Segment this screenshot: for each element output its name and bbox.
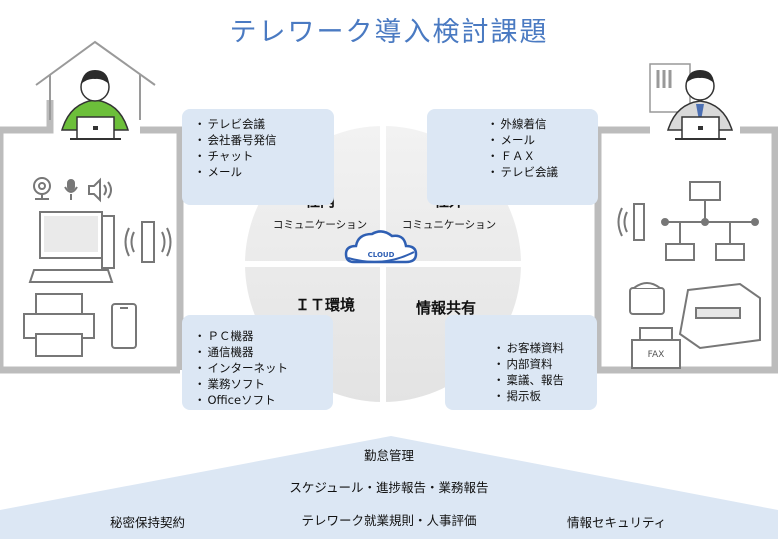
copier-icon: [678, 282, 761, 350]
foundation-security: 情報セキュリティ: [567, 515, 667, 530]
foundation-attendance: 勤怠管理: [363, 448, 414, 463]
segment-information-sharing: 情報共有: [396, 297, 496, 318]
office-router-icon: [617, 203, 645, 241]
list-item: 通信機器: [194, 344, 333, 360]
box-it-environment: ＰＣ機器 通信機器 インターネット 業務ソフト Officeソフト: [182, 315, 333, 410]
segment-it-environment: ＩＴ環境: [280, 294, 370, 315]
webcam-icon: [33, 177, 51, 200]
list-item: 掲示板: [493, 388, 597, 404]
smartphone-icon: [111, 303, 137, 349]
segment-internal-subtitle: コミュニケーション: [272, 219, 368, 231]
list-item: 外線着信: [487, 116, 598, 132]
foundation-schedule: スケジュール・進捗報告・業務報告: [289, 480, 489, 495]
list-item: Officeソフト: [194, 392, 333, 408]
segment-sharing-title: 情報共有: [415, 299, 476, 317]
page-title: テレワーク導入検討課題: [229, 17, 549, 48]
foundation-shape: [0, 436, 778, 539]
cloud-icon: [344, 230, 418, 264]
printer-icon: [23, 293, 95, 357]
box-external-tools: 外線着信 メール ＦＡＸ テレビ会議: [427, 109, 598, 205]
list-item: メール: [487, 132, 598, 148]
fax-label: FAX: [647, 350, 665, 360]
microphone-icon: [64, 179, 78, 200]
segment-external-subtitle: コミュニケーション: [401, 219, 497, 231]
wifi-router-icon: [124, 221, 172, 263]
foundation-nda: 秘密保持契約: [110, 515, 186, 530]
office-worker-icon: [649, 63, 734, 140]
segment-it-title: ＩＴ環境: [294, 296, 355, 314]
list-item: お客様資料: [493, 340, 597, 356]
speaker-icon: [88, 177, 112, 203]
list-item: チャット: [194, 148, 334, 164]
office-frame: [594, 126, 778, 374]
list-item: メール: [194, 164, 334, 180]
box-internal-tools: テレビ会議 会社番号発信 チャット メール: [182, 109, 334, 205]
list-item: テレビ会議: [194, 116, 334, 132]
house-icon: [35, 40, 156, 120]
list-item: テレビ会議: [487, 164, 598, 180]
list-item: 会社番号発信: [194, 132, 334, 148]
list-item: 内部資料: [493, 356, 597, 372]
list-item: ＰＣ機器: [194, 328, 333, 344]
desktop-pc-icon: [28, 211, 115, 283]
list-item: インターネット: [194, 360, 333, 376]
cloud-label: CLOUD: [367, 251, 395, 259]
list-item: 稟議、報告: [493, 372, 597, 388]
box-information-sharing: お客様資料 内部資料 稟議、報告 掲示板: [445, 315, 597, 410]
list-item: 業務ソフト: [194, 376, 333, 392]
list-item: ＦＡＸ: [487, 148, 598, 164]
network-diagram-icon: [661, 181, 759, 261]
foundation-work-rules: テレワーク就業規則・人事評価: [301, 513, 477, 528]
fax-icon: [631, 327, 681, 369]
home-worker-icon: [60, 70, 130, 140]
phone-icon: [629, 282, 665, 315]
